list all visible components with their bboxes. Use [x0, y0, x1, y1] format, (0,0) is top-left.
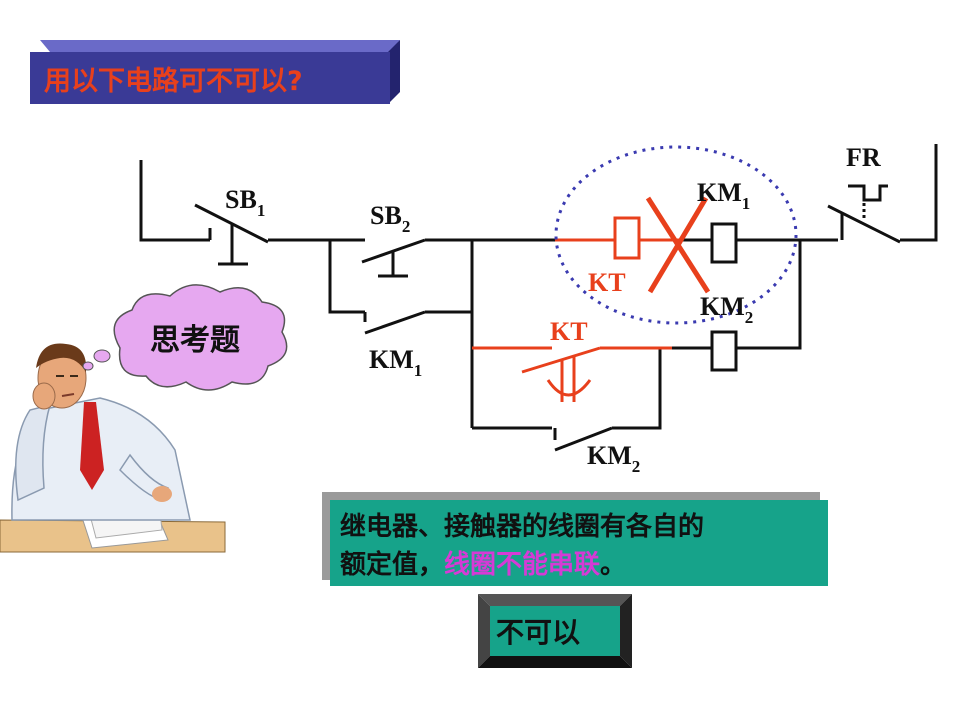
- fr-overload-contact: [827, 184, 901, 244]
- kt-coil-box: [613, 216, 641, 260]
- thought-bubble-text: 思考题: [150, 323, 240, 358]
- right-rail: [900, 144, 938, 242]
- thinking-man-illustration: [0, 343, 226, 553]
- explanation-box: 继电器、接触器的线圈有各自的 额定值，线圈不能串联。: [322, 492, 828, 586]
- label-kt-coil: KT: [588, 268, 626, 297]
- explanation-line-1: 继电器、接触器的线圈有各自的: [340, 511, 704, 542]
- answer-text: 不可以: [496, 616, 580, 649]
- invalid-cross-mark: [645, 196, 711, 294]
- thought-bubble: 思考题: [82, 284, 288, 391]
- label-kt-contact: KT: [550, 317, 588, 346]
- page-title: 用以下电路可不可以?: [44, 65, 303, 97]
- km1-coil-box: [710, 222, 738, 264]
- kt-branch: [472, 216, 680, 402]
- km2-coil-box: [710, 330, 738, 372]
- label-sb2: SB2: [370, 201, 410, 236]
- explanation-highlight: 线圈不能串联: [444, 549, 600, 580]
- sb2-start-button: [361, 238, 426, 278]
- title-banner: 用以下电路可不可以?: [30, 40, 400, 104]
- sb1-stop-button: [194, 203, 269, 266]
- wire-km2-return: [736, 240, 802, 350]
- control-circuit: [139, 144, 938, 452]
- label-km2-contact: KM2: [587, 441, 640, 476]
- tie: [80, 402, 104, 490]
- label-fr: FR: [846, 143, 881, 172]
- km1-contact-left-wire: [328, 240, 365, 314]
- explanation-line-2: 额定值，线圈不能串联。: [340, 549, 626, 580]
- answer-box: 不可以: [478, 594, 632, 668]
- label-sb1: SB1: [225, 185, 265, 220]
- km2-contact-right-wire: [612, 348, 662, 430]
- label-km1-contact: KM1: [369, 345, 422, 380]
- hair: [36, 343, 87, 372]
- km2-contact: [553, 426, 613, 452]
- kt-timed-contact: [521, 346, 672, 402]
- hand: [152, 486, 172, 502]
- label-km1-coil: KM1: [697, 178, 750, 213]
- km1-hold-contact: [363, 310, 426, 335]
- series-coils-highlight-ring: [554, 145, 798, 325]
- left-rail: [139, 160, 210, 242]
- label-km2-coil: KM2: [700, 292, 753, 327]
